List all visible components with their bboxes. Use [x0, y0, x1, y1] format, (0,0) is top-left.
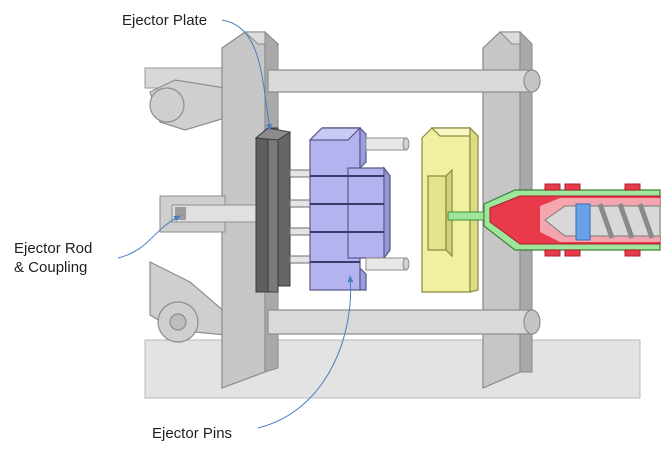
ejector-pins-label: Ejector Pins — [152, 425, 233, 442]
ejector-pins-leader-line — [257, 275, 354, 429]
moving-mold-half — [308, 127, 391, 291]
ejector-plate-leader-line — [221, 19, 273, 131]
guide-pins — [365, 137, 410, 271]
sprue — [447, 211, 489, 221]
tie-bars — [267, 69, 541, 335]
heater-bands — [544, 183, 641, 257]
stationary-mold-half — [421, 126, 480, 293]
toggle-linkage — [149, 79, 226, 343]
ejector-rod-label-line2: & Coupling — [14, 259, 88, 276]
ejector-rod-label-line1: Ejector Rod — [14, 240, 93, 257]
ejector-rod-coupling — [159, 195, 263, 233]
ejector-rod-label: Ejector Rod & Coupling — [14, 239, 92, 277]
screw — [544, 203, 661, 241]
ejector-rod-leader-line — [117, 215, 181, 259]
ejector-plate-label: Ejector Plate — [122, 12, 208, 29]
machine-base — [144, 339, 641, 399]
ejector-plate — [254, 126, 292, 293]
